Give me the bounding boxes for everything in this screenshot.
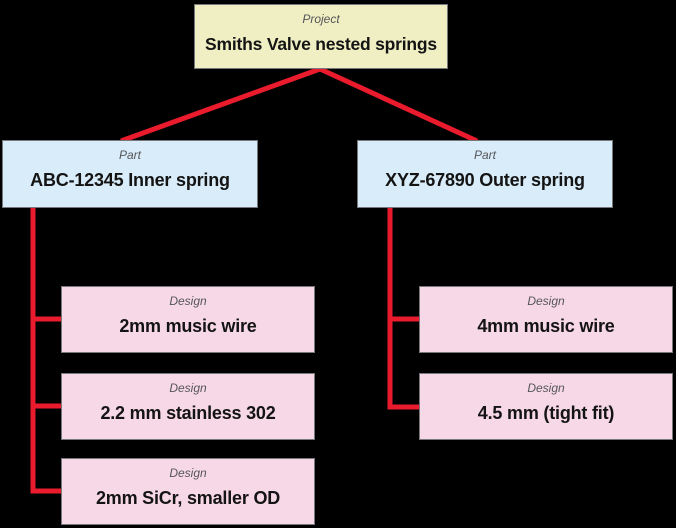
design-node-inner-1: Design 2mm music wire <box>61 286 315 353</box>
project-type-label: Project <box>302 12 340 26</box>
part-node-outer-spring: Part XYZ-67890 Outer spring <box>357 140 613 208</box>
design-outer-1-title: 4mm music wire <box>477 316 615 336</box>
part-outer-title: XYZ-67890 Outer spring <box>385 170 585 190</box>
design-outer-2-title: 4.5 mm (tight fit) <box>477 403 615 423</box>
design-outer-2-type-label: Design <box>527 381 565 395</box>
project-title: Smiths Valve nested springs <box>205 34 437 54</box>
project-node: Project Smiths Valve nested springs <box>194 4 448 69</box>
edge-part-inner-trunk <box>30 206 61 494</box>
design-inner-2-title: 2.2 mm stainless 302 <box>100 403 276 423</box>
part-node-inner-spring: Part ABC-12345 Inner spring <box>2 140 258 208</box>
part-inner-title: ABC-12345 Inner spring <box>30 170 230 190</box>
edge-part-outer-trunk <box>387 206 419 410</box>
edge-project-to-part-inner <box>120 66 321 144</box>
design-inner-2-type-label: Design <box>169 381 207 395</box>
design-outer-1-type-label: Design <box>527 294 565 308</box>
edge-project-to-part-outer <box>318 66 479 144</box>
design-inner-3-title: 2mm SiCr, smaller OD <box>95 488 281 508</box>
design-node-outer-2: Design 4.5 mm (tight fit) <box>419 373 673 440</box>
part-outer-type-label: Part <box>473 148 496 162</box>
design-node-inner-3: Design 2mm SiCr, smaller OD <box>61 458 315 525</box>
design-node-outer-1: Design 4mm music wire <box>419 286 673 353</box>
part-inner-type-label: Part <box>118 148 141 162</box>
design-inner-1-type-label: Design <box>169 294 207 308</box>
design-node-inner-2: Design 2.2 mm stainless 302 <box>61 373 315 440</box>
design-inner-1-title: 2mm music wire <box>119 316 257 336</box>
design-inner-3-type-label: Design <box>169 466 207 480</box>
